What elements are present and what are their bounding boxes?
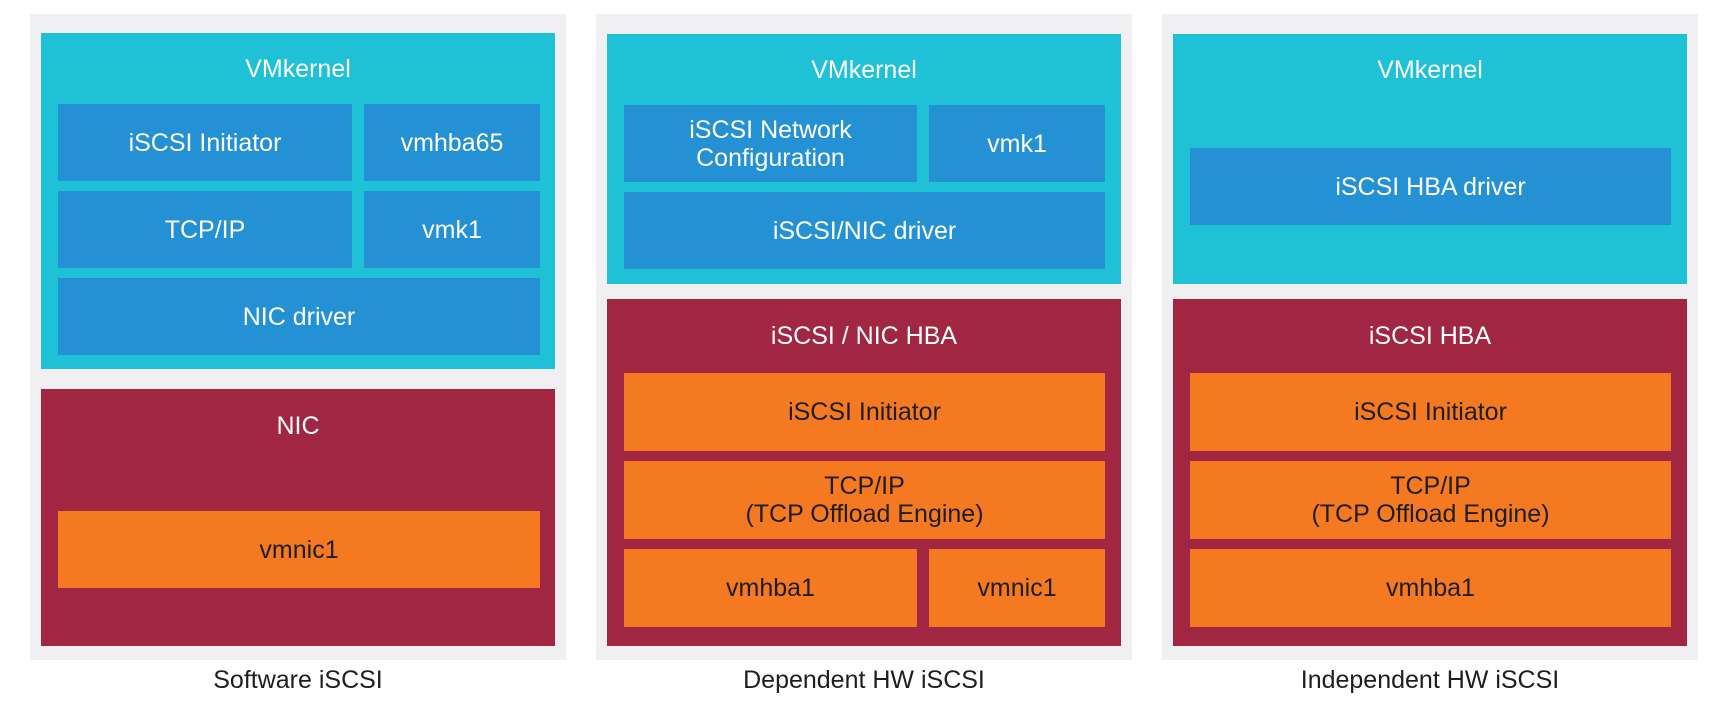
iscsi-hba-title: iSCSI HBA	[1368, 322, 1492, 350]
nic-driver-box: NIC driver	[58, 278, 540, 355]
vmnic1-box: vmnic1	[58, 511, 540, 588]
vmkernel-title: VMkernel	[811, 56, 917, 84]
independent-hw-iscsi-column: VMkernel iSCSI HBA driver iSCSI HBA iSCS…	[1162, 14, 1698, 660]
tcpip-box: TCP/IP	[58, 191, 352, 268]
software-iscsi-column: VMkernel iSCSI Initiator vmhba65 TCP/IP …	[30, 14, 566, 660]
iscsi-hba-driver-box: iSCSI HBA driver	[1190, 148, 1671, 225]
vmkernel-panel: VMkernel iSCSI Initiator vmhba65 TCP/IP …	[41, 33, 555, 369]
vmkernel-title: VMkernel	[245, 55, 351, 83]
iscsi-network-configuration-box: iSCSI Network Configuration	[624, 105, 917, 182]
iscsi-nic-hba-panel: iSCSI / NIC HBA iSCSI Initiator TCP/IP (…	[607, 299, 1121, 646]
iscsi-nic-hba-title: iSCSI / NIC HBA	[770, 322, 958, 350]
iscsi-initiator-box: iSCSI Initiator	[58, 104, 352, 181]
independent-hw-iscsi-caption: Independent HW iSCSI	[1300, 666, 1560, 694]
vmnic1-box: vmnic1	[929, 549, 1105, 627]
vmhba1-box: vmhba1	[624, 549, 917, 627]
dependent-hw-iscsi-column: VMkernel iSCSI Network Configuration vmk…	[596, 14, 1132, 660]
iscsi-initiator-box: iSCSI Initiator	[1190, 373, 1671, 451]
software-iscsi-caption: Software iSCSI	[213, 666, 383, 694]
vmhba1-box: vmhba1	[1190, 549, 1671, 627]
tcpip-offload-engine-box: TCP/IP (TCP Offload Engine)	[624, 461, 1105, 539]
vmk1-box: vmk1	[364, 191, 540, 268]
iscsi-initiator-box: iSCSI Initiator	[624, 373, 1105, 451]
nic-panel: NIC vmnic1	[41, 389, 555, 646]
iscsi-nic-driver-box: iSCSI/NIC driver	[624, 192, 1105, 269]
nic-title: NIC	[276, 412, 320, 440]
vmkernel-title: VMkernel	[1377, 56, 1483, 84]
vmkernel-panel: VMkernel iSCSI Network Configuration vmk…	[607, 34, 1121, 284]
vmk1-box: vmk1	[929, 105, 1105, 182]
iscsi-hba-panel: iSCSI HBA iSCSI Initiator TCP/IP (TCP Of…	[1173, 299, 1687, 646]
vmhba65-box: vmhba65	[364, 104, 540, 181]
vmkernel-panel: VMkernel iSCSI HBA driver	[1173, 34, 1687, 284]
tcpip-offload-engine-box: TCP/IP (TCP Offload Engine)	[1190, 461, 1671, 539]
dependent-hw-iscsi-caption: Dependent HW iSCSI	[743, 666, 985, 694]
